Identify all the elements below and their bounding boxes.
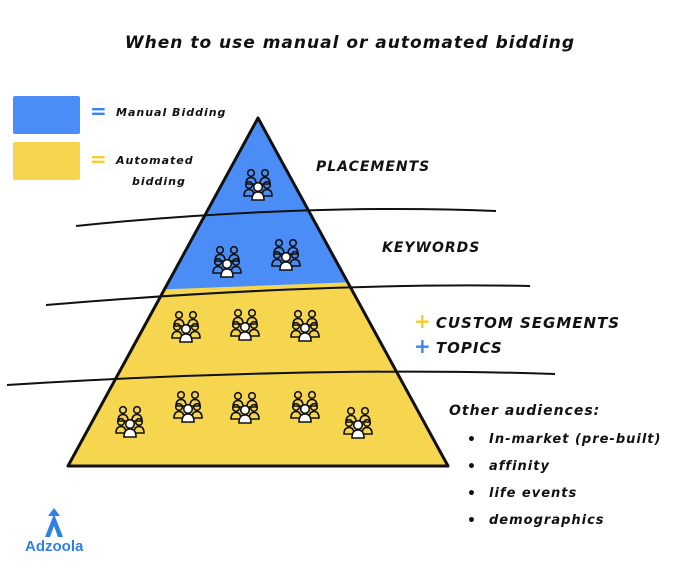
tier-label-other-audiences: Other audiences:	[449, 403, 601, 419]
list-item: • In-market (pre-built)	[467, 430, 661, 457]
plus-icon: +	[414, 309, 431, 333]
divider-line-3	[6, 370, 556, 386]
adzoola-logo-icon	[45, 508, 63, 537]
audience-affinity: affinity	[489, 459, 550, 474]
audience-life-events: life events	[489, 486, 578, 501]
tier-label-placements: PLACEMENTS	[316, 159, 431, 175]
legend-automated-swatch	[13, 142, 80, 180]
list-item: • affinity	[467, 457, 661, 484]
tier-label-custom-segments: CUSTOM SEGMENTS	[435, 314, 621, 332]
other-audiences-list: • In-market (pre-built) • affinity • life e…	[467, 430, 661, 538]
bullet: •	[467, 432, 477, 448]
list-item: • life events	[467, 484, 661, 511]
bullet: •	[467, 513, 477, 529]
legend-automated-label-line1: Automated	[116, 154, 194, 167]
tier-label-topics: TOPICS	[435, 339, 503, 357]
bullet: •	[467, 459, 477, 475]
legend-manual-equals: =	[90, 99, 107, 123]
adzoola-logo-text: Adzoola	[25, 538, 84, 555]
audience-in-market: In-market (pre-built)	[489, 432, 662, 447]
tier-item-topics: + TOPICS	[414, 336, 503, 357]
legend-automated-equals: =	[90, 147, 107, 171]
tier-label-keywords: KEYWORDS	[382, 240, 481, 256]
tier-item-custom-segments: + CUSTOM SEGMENTS	[414, 311, 620, 332]
diagram-title: When to use manual or automated bidding	[124, 33, 576, 53]
legend-manual-label: Manual Bidding	[116, 106, 227, 119]
plus-icon: +	[414, 334, 431, 358]
pyramid-outline	[66, 116, 450, 468]
divider-line-1	[75, 207, 497, 227]
audience-demographics: demographics	[489, 513, 605, 528]
divider-line-2	[45, 284, 531, 306]
legend-manual-swatch	[13, 96, 80, 134]
list-item: • demographics	[467, 511, 661, 538]
legend-automated-label-line2: bidding	[132, 175, 186, 188]
bullet: •	[467, 486, 477, 502]
tier-fill-manual	[68, 118, 448, 296]
